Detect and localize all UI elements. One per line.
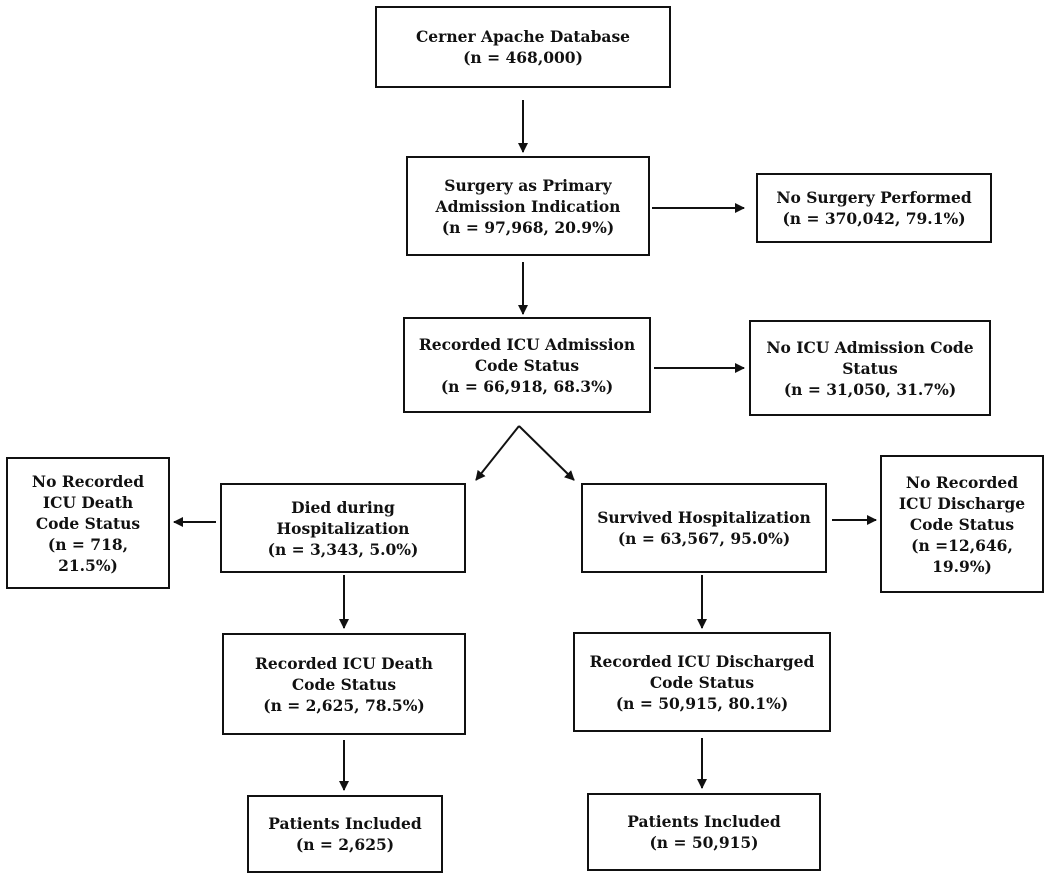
- no-recorded-icu-discharge-box: No Recorded ICU Discharge Code Status (n…: [880, 455, 1044, 593]
- patients-included-survived-box: Patients Included (n = 50,915): [587, 793, 821, 871]
- cerner-database-box: Cerner Apache Database (n = 468,000): [375, 6, 671, 88]
- box-line: (n =12,646,: [911, 535, 1013, 555]
- box-line: ICU Death: [42, 492, 134, 512]
- box-line: Cerner Apache Database: [415, 27, 631, 46]
- surgery-primary-indication-box: Surgery as Primary Admission Indication …: [406, 156, 650, 256]
- box-line: Surgery as Primary: [444, 175, 612, 195]
- box-line: Code Status: [474, 355, 580, 375]
- box-line: Code Status: [35, 513, 141, 533]
- box-line: No Recorded: [31, 471, 145, 491]
- box-line: (n = 2,625, 78.5%): [263, 695, 425, 715]
- box-line: Survived Hospitalization: [597, 508, 811, 527]
- box-line: Hospitalization: [276, 518, 410, 538]
- patients-included-died-box: Patients Included (n = 2,625): [247, 795, 443, 873]
- box-line: (n = 718,: [47, 534, 129, 554]
- box-line: (n = 50,915): [649, 833, 759, 852]
- recorded-icu-admission-box: Recorded ICU Admission Code Status (n = …: [403, 317, 651, 413]
- box-line: (n = 2,625): [295, 835, 395, 854]
- box-line: Patients Included: [627, 812, 781, 831]
- box-line: Admission Indication: [435, 196, 621, 216]
- box-line: (n = 468,000): [463, 48, 583, 67]
- box-line: No ICU Admission Code: [766, 337, 974, 357]
- box-line: Code Status: [291, 674, 397, 694]
- box-line: (n = 66,918, 68.3%): [440, 376, 614, 396]
- box-line: (n = 63,567, 95.0%): [617, 529, 791, 548]
- box-line: Recorded ICU Death: [255, 653, 433, 673]
- died-during-hospitalization-box: Died during Hospitalization (n = 3,343, …: [220, 483, 466, 573]
- arrow-split-to-died: [475, 425, 520, 481]
- box-line: 21.5%): [58, 555, 118, 575]
- box-line: Recorded ICU Discharged: [589, 651, 815, 671]
- no-recorded-icu-death-box: No Recorded ICU Death Code Status (n = 7…: [6, 457, 170, 589]
- box-line: No Surgery Performed: [776, 188, 972, 207]
- box-line: Recorded ICU Admission: [418, 334, 636, 354]
- box-line: (n = 50,915, 80.1%): [615, 693, 789, 713]
- box-line: No Recorded: [905, 472, 1019, 492]
- box-line: (n = 370,042, 79.1%): [782, 209, 966, 228]
- box-line: Code Status: [909, 514, 1015, 534]
- arrow-split-to-survived: [518, 425, 575, 481]
- no-icu-admission-box: No ICU Admission Code Status (n = 31,050…: [749, 320, 991, 416]
- box-line: 19.9%): [932, 556, 992, 576]
- box-line: Status: [842, 358, 898, 378]
- recorded-icu-discharged-box: Recorded ICU Discharged Code Status (n =…: [573, 632, 831, 732]
- box-line: Died during: [291, 497, 395, 517]
- survived-hospitalization-box: Survived Hospitalization (n = 63,567, 95…: [581, 483, 827, 573]
- box-line: (n = 31,050, 31.7%): [783, 379, 957, 399]
- box-line: (n = 97,968, 20.9%): [441, 217, 615, 237]
- no-surgery-box: No Surgery Performed (n = 370,042, 79.1%…: [756, 173, 992, 243]
- box-line: ICU Discharge: [898, 493, 1026, 513]
- recorded-icu-death-box: Recorded ICU Death Code Status (n = 2,62…: [222, 633, 466, 735]
- box-line: Code Status: [649, 672, 755, 692]
- box-line: Patients Included: [268, 814, 422, 833]
- box-line: (n = 3,343, 5.0%): [267, 539, 419, 559]
